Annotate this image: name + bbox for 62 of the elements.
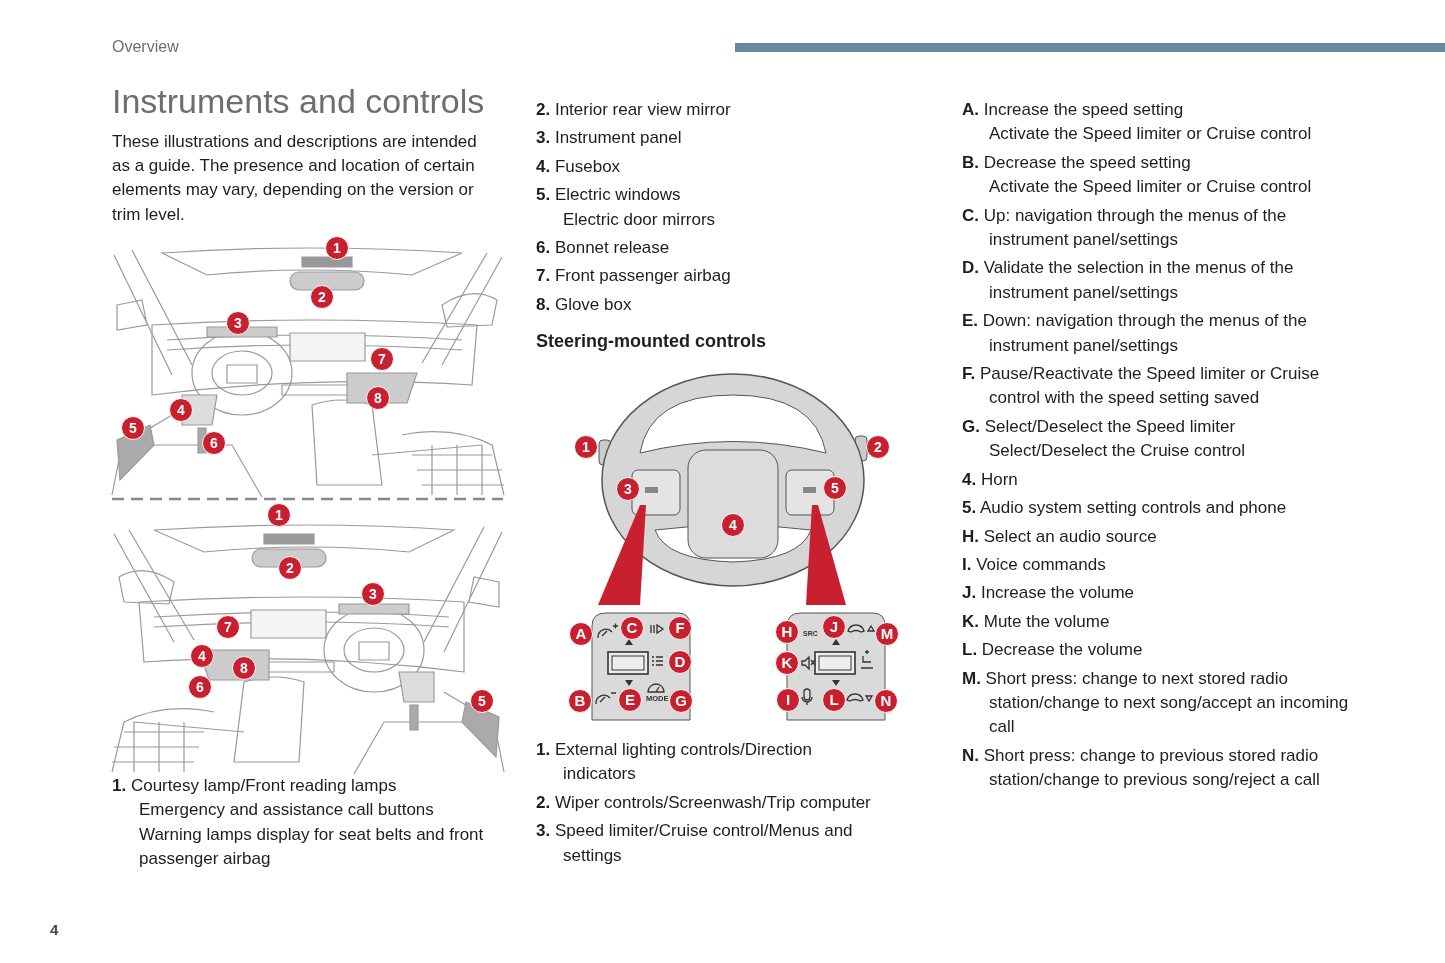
callout-number: 7 bbox=[216, 615, 240, 639]
list-item: 8. Glove box bbox=[536, 293, 633, 316]
callout-number: 4 bbox=[190, 644, 214, 668]
callout-number: 8 bbox=[366, 386, 390, 410]
callout-number: 2 bbox=[310, 285, 334, 309]
list-item: 3. Speed limiter/Cruise control/Menus and settings bbox=[536, 820, 854, 867]
callout-number: 2 bbox=[278, 556, 302, 580]
callout-letter: B bbox=[568, 689, 592, 713]
list-item: H. Select an audio source bbox=[962, 525, 1158, 548]
list-item: N. Short press: change to previous stored radio station/change to previous song/reject a call bbox=[962, 744, 1321, 792]
list-item: M. Short press: change to next stored radio station/change to next song/accept an incoming call bbox=[962, 667, 1350, 739]
callout-letter: H bbox=[775, 620, 799, 644]
list-item: 7. Front passenger airbag bbox=[536, 265, 732, 288]
callout-letter: A bbox=[569, 622, 593, 646]
list-item: K. Mute the volume bbox=[962, 610, 1111, 633]
list-item-text: Warning lamps display for seat belts and front passenger airbag bbox=[138, 823, 485, 871]
list-item-text: Activate the Speed limiter or Cruise control bbox=[988, 176, 1313, 199]
list-item: 4. Fusebox bbox=[536, 155, 622, 178]
list-item-text: Emergency and assistance call buttons bbox=[138, 799, 435, 822]
list-item: 1. Courtesy lamp/Front reading lamps bbox=[112, 775, 398, 797]
callout-number: 1 bbox=[267, 503, 291, 527]
list-item: 4. Horn bbox=[962, 468, 1019, 491]
list-item: J. Increase the volume bbox=[962, 582, 1135, 605]
callout-number: 4 bbox=[169, 398, 193, 422]
callout-number: 6 bbox=[202, 431, 226, 455]
callout-number: 2 bbox=[866, 435, 890, 459]
callout-letter: M bbox=[875, 622, 899, 646]
list-item: L. Decrease the volume bbox=[962, 639, 1144, 662]
list-item: 5. Audio system setting controls and phone bbox=[962, 497, 1288, 520]
list-item: G. Select/Deselect the Speed limiter bbox=[962, 415, 1237, 438]
list-item: F. Pause/Reactivate the Speed limiter or Cruise control with the speed setting saved bbox=[962, 363, 1321, 410]
list-item: 2. Wiper controls/Screenwash/Trip computer bbox=[536, 791, 871, 814]
list-item: D. Validate the selection in the menus of the instrument panel/settings bbox=[962, 257, 1295, 304]
callout-letter: N bbox=[874, 689, 898, 713]
list-item: 1. External lighting controls/Direction indicators bbox=[536, 739, 813, 786]
intro-paragraph: These illustrations and descriptions are intended as a guide. The presence and location of certain elements may vary, depending on the version or trim level. bbox=[112, 131, 478, 226]
list-item: B. Decrease the speed setting bbox=[962, 151, 1192, 174]
list-item-text: Electric door mirrors bbox=[562, 208, 717, 231]
callout-number: 5 bbox=[470, 689, 494, 713]
callout-letter: K bbox=[775, 651, 799, 675]
list-item: C. Up: navigation through the menus of the instrument panel/settings bbox=[962, 204, 1288, 252]
section-heading: Steering-mounted controls bbox=[536, 331, 767, 353]
list-item: 6. Bonnet release bbox=[536, 237, 671, 260]
list-item: 2. Interior rear view mirror bbox=[536, 99, 732, 121]
list-item: 5. Electric windows bbox=[536, 184, 682, 207]
section-header: Overview bbox=[112, 38, 179, 56]
list-item-text: Select/Deselect the Cruise control bbox=[988, 440, 1247, 463]
page-title: Instruments and controls bbox=[112, 82, 485, 121]
callout-letter: I bbox=[776, 688, 800, 712]
list-item-text: Activate the Speed limiter or Cruise control bbox=[988, 123, 1313, 146]
list-item: 3. Instrument panel bbox=[536, 127, 683, 150]
callout-number: 6 bbox=[188, 675, 212, 699]
callout-number: 3 bbox=[361, 582, 385, 606]
list-item: I. Voice commands bbox=[962, 553, 1107, 576]
list-item: E. Down: navigation through the menus of the instrument panel/settings bbox=[962, 310, 1308, 357]
callout-number: 5 bbox=[121, 416, 145, 440]
list-item: A. Increase the speed setting bbox=[962, 99, 1185, 121]
callout-number: 7 bbox=[370, 347, 394, 371]
callout-number: 3 bbox=[226, 311, 250, 335]
page-number: 4 bbox=[50, 921, 59, 938]
callout-number: 1 bbox=[574, 435, 598, 459]
callout-number: 1 bbox=[325, 236, 349, 260]
